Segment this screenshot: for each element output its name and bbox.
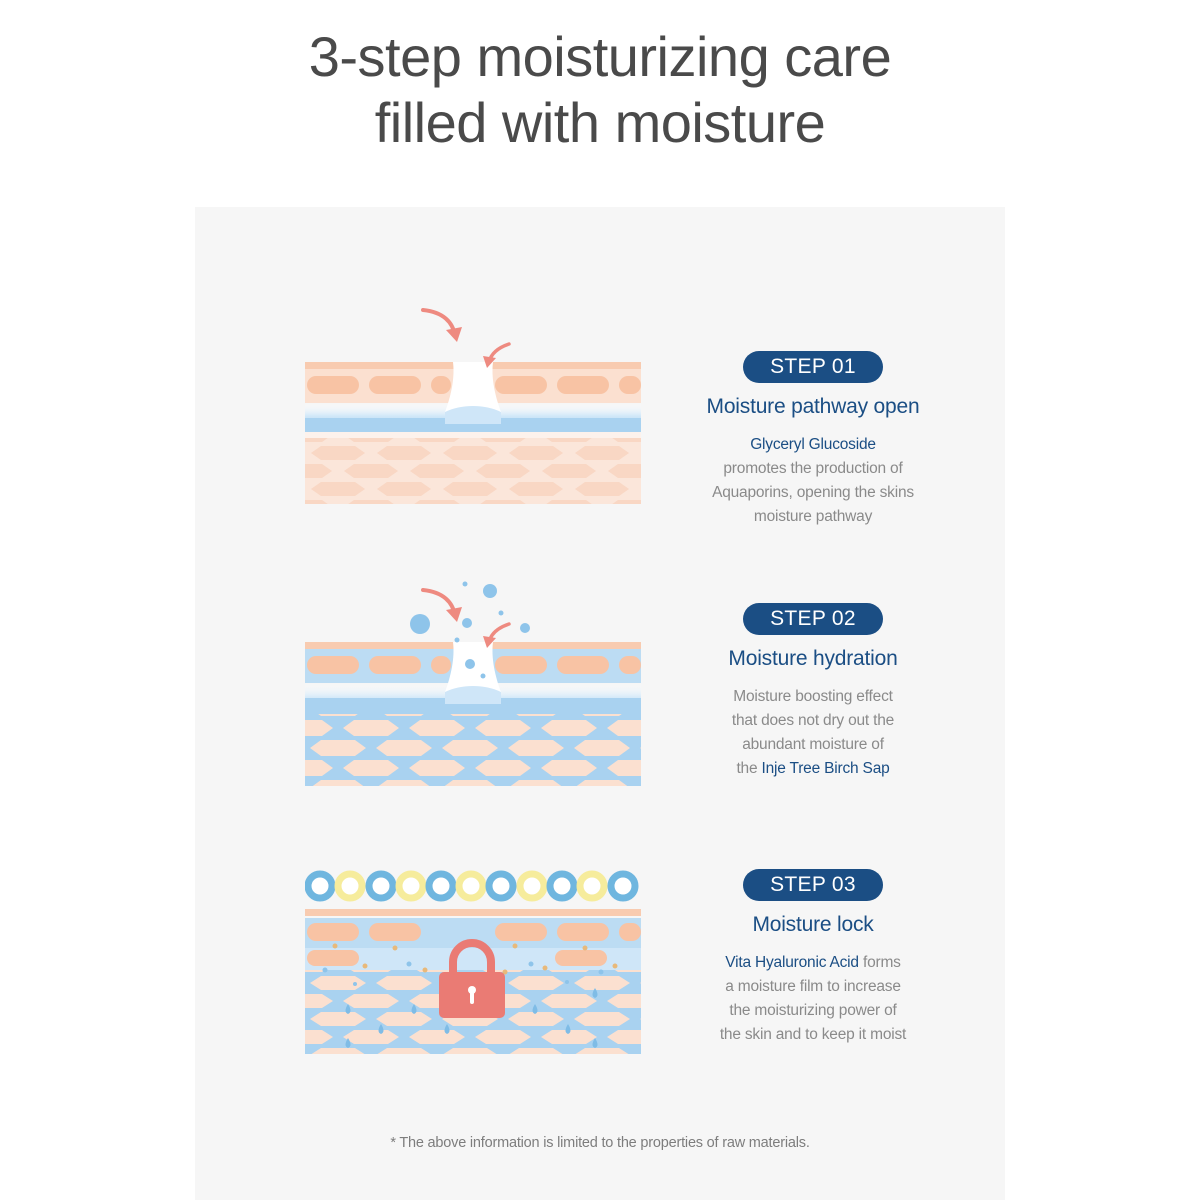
- desc-line: abundant moisture of: [742, 736, 884, 753]
- padlock-icon: [439, 939, 505, 1018]
- page-title: 3-step moisturizing care filled with moi…: [0, 24, 1200, 156]
- step-1-illustration: [305, 300, 641, 506]
- step-description: Moisture boosting effect that does not d…: [680, 685, 946, 781]
- skin-hydration-illustration-icon: [305, 581, 641, 786]
- desc-line: that does not dry out the: [731, 712, 895, 729]
- step-heading: Moisture pathway open: [706, 395, 920, 418]
- desc-suffix: forms: [858, 954, 901, 971]
- desc-line: Vita Hyaluronic Acid forms: [680, 951, 946, 975]
- step-heading: Moisture lock: [752, 913, 874, 936]
- desc-line: moisture pathway: [753, 508, 873, 525]
- ingredient-highlight: Inje Tree Birch Sap: [761, 760, 890, 777]
- skin-pathway-illustration-icon: [305, 308, 641, 504]
- desc-line: promotes the production of: [723, 460, 903, 477]
- step-description: Vita Hyaluronic Acid forms a moisture fi…: [680, 951, 946, 1047]
- desc-prefix: the: [736, 760, 762, 777]
- title-line-1: 3-step moisturizing care: [308, 25, 892, 88]
- desc-line: a moisture film to increase: [725, 978, 901, 995]
- step-badge: STEP 01: [743, 351, 883, 383]
- step-2-illustration: [305, 578, 641, 788]
- desc-line: Aquaporins, opening the skins: [712, 484, 914, 501]
- step-description: Glyceryl Glucoside promotes the producti…: [680, 433, 946, 529]
- ingredient-highlight: Vita Hyaluronic Acid: [725, 954, 859, 971]
- step-badge: STEP 03: [743, 869, 883, 901]
- step-badge: STEP 02: [743, 603, 883, 635]
- desc-line: Moisture boosting effect: [733, 688, 893, 705]
- step-2-info: STEP 02 Moisture hydration Moisture boos…: [680, 603, 946, 781]
- desc-line: the moisturizing power of: [729, 1002, 897, 1019]
- skin-lock-illustration-icon: [305, 870, 641, 1054]
- footnote: * The above information is limited to th…: [390, 1135, 810, 1151]
- step-3-illustration: [305, 866, 641, 1056]
- title-line-2: filled with moisture: [374, 91, 826, 154]
- desc-line: the skin and to keep it moist: [719, 1026, 907, 1043]
- step-3-info: STEP 03 Moisture lock Vita Hyaluronic Ac…: [680, 869, 946, 1047]
- ingredient-highlight: Glyceryl Glucoside: [750, 436, 876, 453]
- desc-line: the Inje Tree Birch Sap: [680, 757, 946, 781]
- step-heading: Moisture hydration: [728, 647, 898, 670]
- step-1-info: STEP 01 Moisture pathway open Glyceryl G…: [680, 351, 946, 529]
